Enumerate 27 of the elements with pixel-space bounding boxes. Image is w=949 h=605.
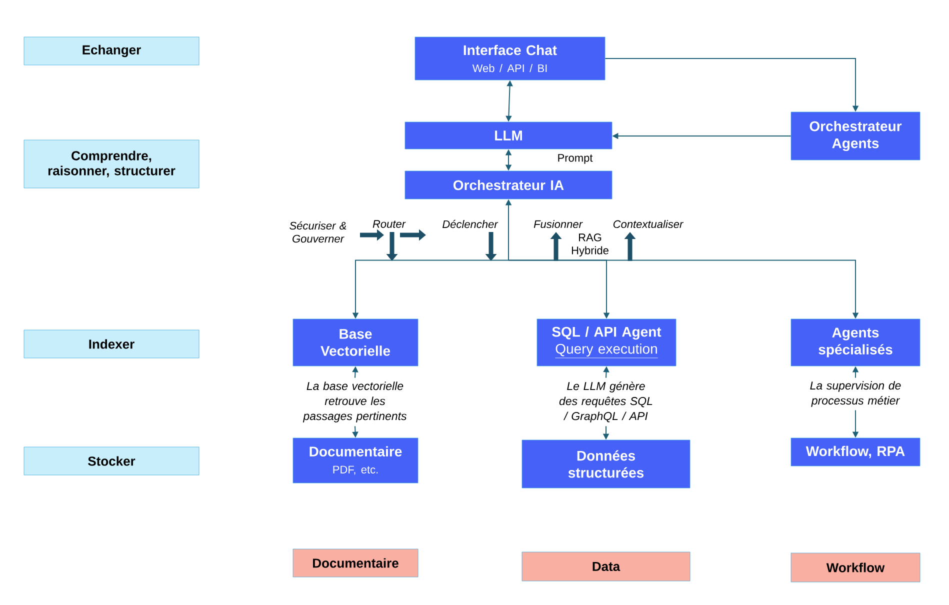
process-box: Données structurées (522, 440, 690, 488)
label-text: Fusionner (534, 220, 583, 228)
layer-box: Echanger (24, 36, 200, 66)
layer-box: Indexer (24, 330, 200, 358)
layer-box: Comprendre, raisonner, structurer (24, 140, 200, 188)
process-box: Orchestrateur Agents (790, 112, 920, 160)
annotation-text: La supervision de processus métier (810, 381, 901, 407)
label-text: RAG Hybride (572, 234, 608, 256)
label-text: Prompt (558, 154, 593, 164)
process-box: Workflow, RPA (790, 438, 920, 466)
annotation-text: La base vectorielle retrouve les passages pertinents (302, 382, 407, 422)
annotation-text: Le LLM génère des requêtes SQL / GraphQL / API (559, 382, 652, 422)
category-box: Documentaire (292, 548, 418, 578)
category-box: Workflow (790, 552, 920, 582)
process-box: SQL / API Agent Query execution (536, 318, 676, 366)
process-box: Interface Chat Web / API / BI (414, 36, 606, 80)
process-box: LLM (404, 122, 612, 150)
process-box: Documentaire PDF, etc. (292, 438, 418, 484)
process-box: Orchestrateur IA (404, 170, 612, 200)
process-box: Agents spécialisés (790, 318, 920, 366)
label-text: Sécuriser & Gouverner (290, 221, 346, 243)
layer-box: Stocker (24, 446, 200, 476)
label-text: Déclencher (442, 220, 498, 228)
category-box: Data (522, 552, 690, 582)
process-box: Base Vectorielle (292, 318, 418, 366)
label-text: Contextualiser (613, 220, 684, 228)
label-text: Router (372, 220, 406, 228)
